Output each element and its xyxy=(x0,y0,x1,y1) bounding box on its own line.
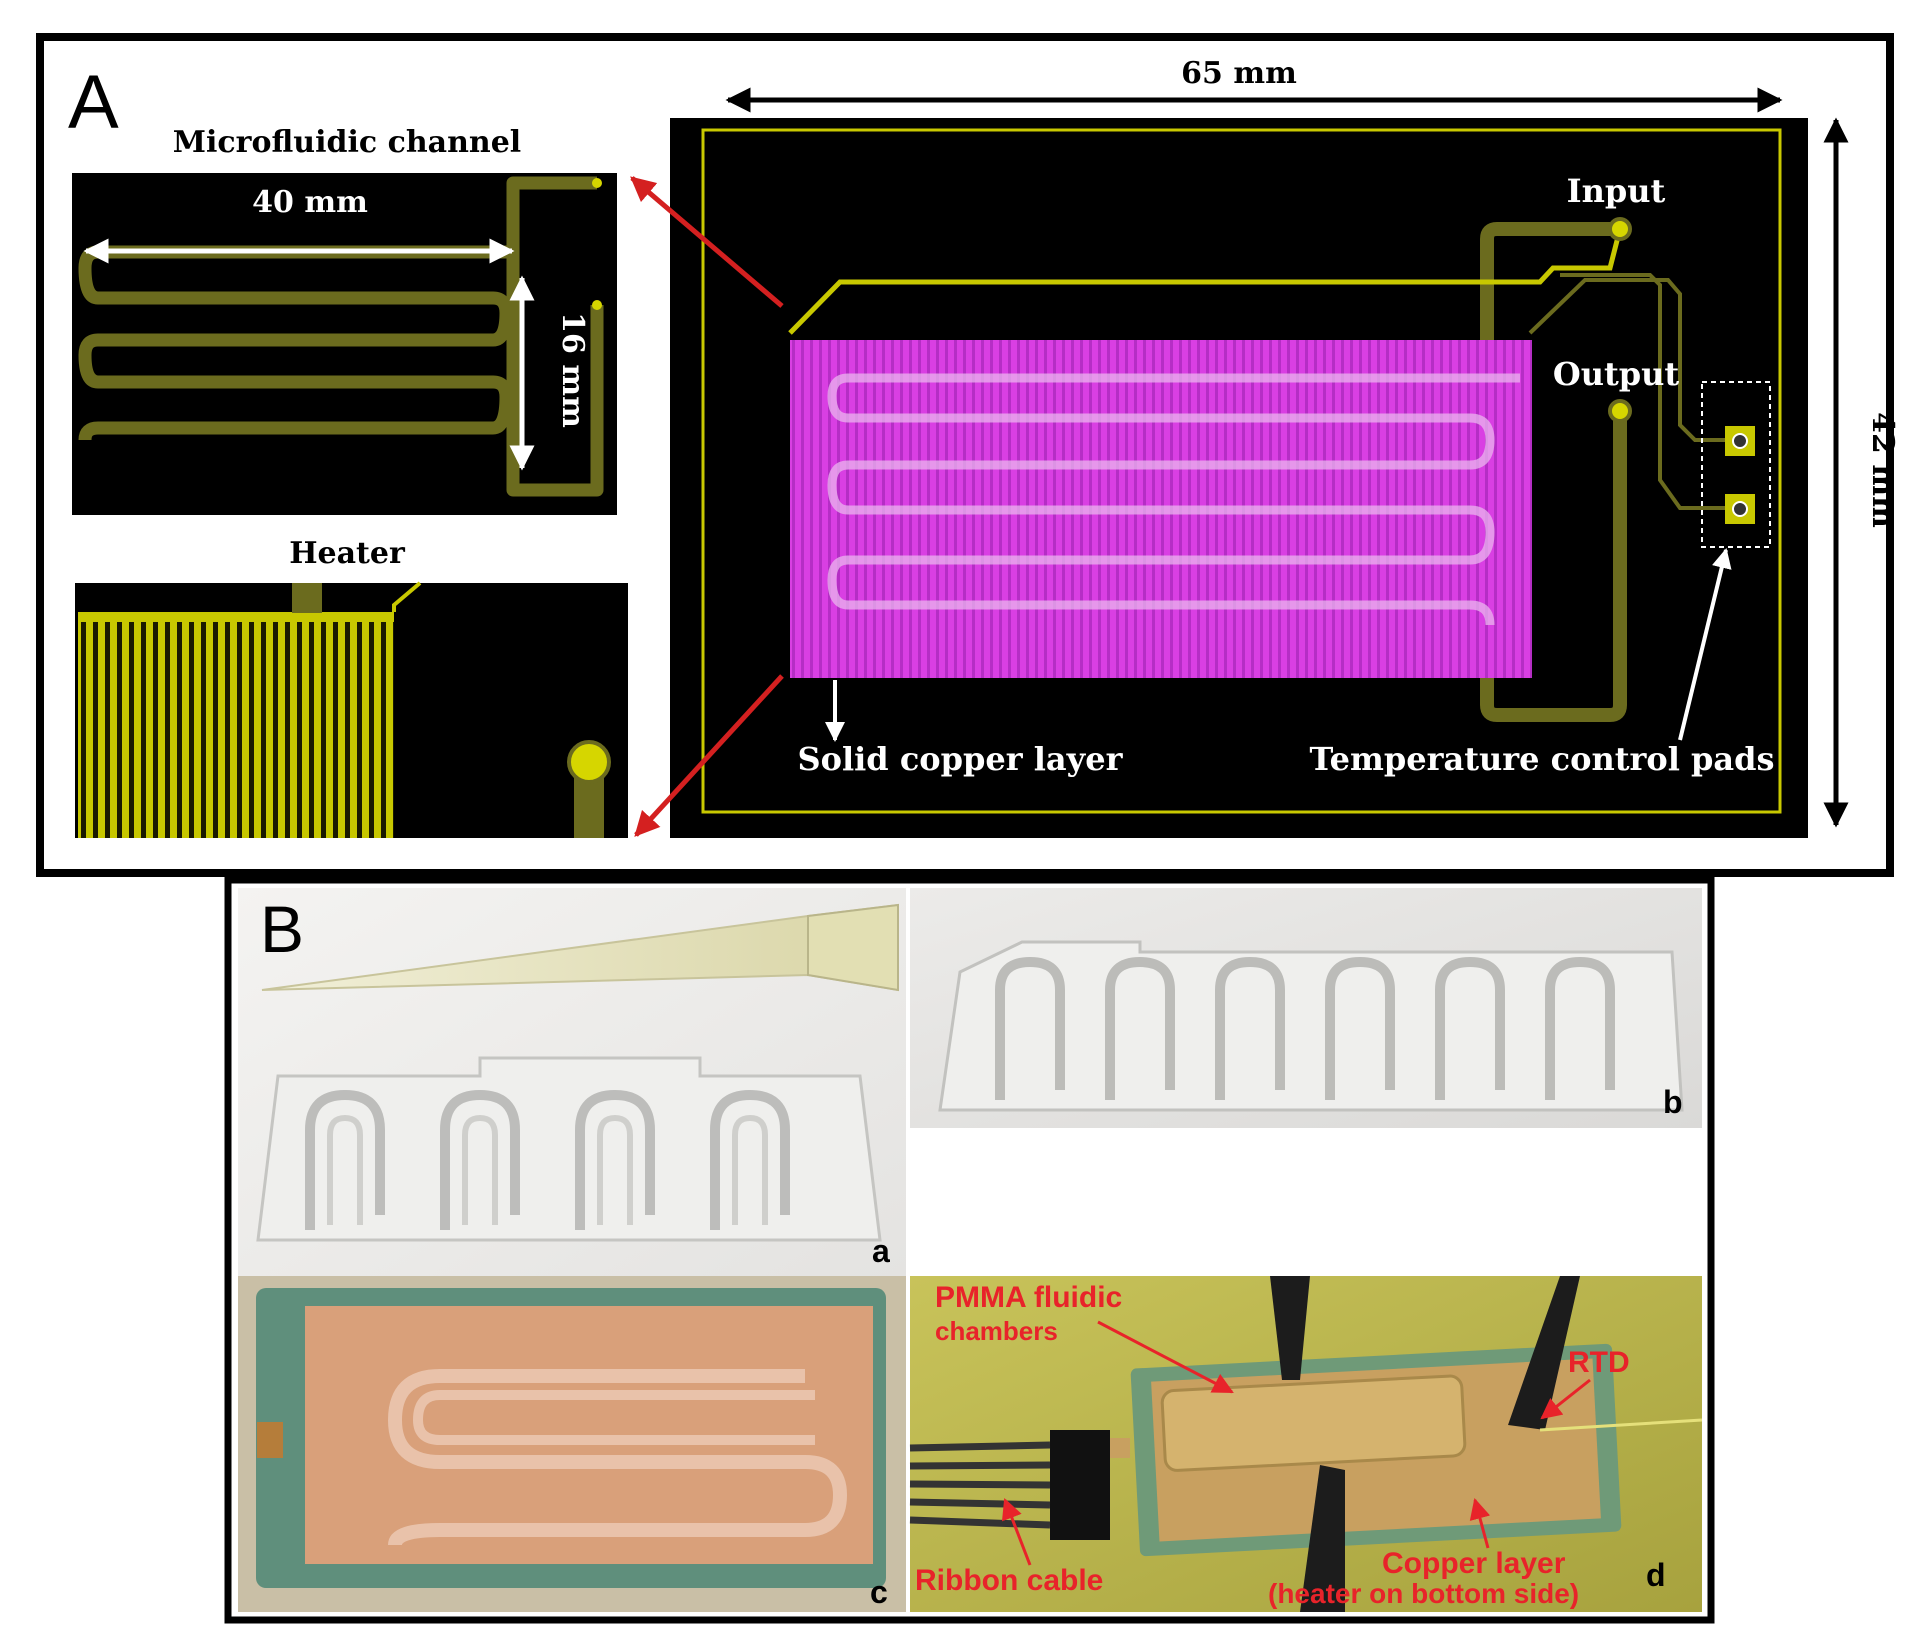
microfluidic-port-top xyxy=(592,178,602,188)
pmma-annotation-line1: PMMA fluidic xyxy=(935,1281,1122,1314)
rtd-annotation: RTD xyxy=(1568,1346,1630,1379)
pcb-outline xyxy=(701,128,1782,814)
ribbon-cable xyxy=(909,1430,1130,1540)
height-dimension-label: 16 mm xyxy=(555,312,590,428)
pad-trace-top xyxy=(1528,278,1730,442)
heater-trace-array xyxy=(78,612,394,838)
temperature-pads-label: Temperature control pads xyxy=(1310,740,1775,778)
ribbon-annotation: Ribbon cable xyxy=(915,1564,1103,1597)
copper-annotation-line1: Copper layer xyxy=(1382,1547,1566,1580)
width-dimension-label: 40 mm xyxy=(252,185,368,220)
heater-supply-trace xyxy=(788,228,1623,335)
board-channel-overlay xyxy=(827,373,1520,626)
photo-b-label: b xyxy=(1663,1084,1683,1120)
copper-annotation-line2: (heater on bottom side) xyxy=(1268,1578,1579,1609)
pmma-pointer-arrow xyxy=(1097,1320,1234,1394)
output-port xyxy=(1608,399,1632,423)
photo-a-label: a xyxy=(872,1233,890,1269)
pads-pointer-arrow xyxy=(1678,548,1732,741)
probe-top xyxy=(1270,1276,1310,1380)
heater-lead xyxy=(292,583,322,613)
copper-pointer-arrow xyxy=(1469,1497,1491,1549)
ribbon-pointer-arrow xyxy=(1001,1498,1032,1566)
photo-b xyxy=(910,888,1702,1128)
control-pad-2-hole xyxy=(1732,501,1748,517)
heater-trace-cap xyxy=(78,612,394,622)
microfluidic-title: Microfluidic channel xyxy=(173,125,521,160)
probe-right xyxy=(1508,1276,1580,1430)
control-pad-1-hole xyxy=(1732,433,1748,449)
microfluidic-port-right xyxy=(592,300,602,310)
photo-a xyxy=(238,888,906,1276)
photo-d xyxy=(909,1276,1703,1612)
solid-copper-label: Solid copper layer xyxy=(798,740,1124,778)
output-label: Output xyxy=(1553,355,1680,393)
pad-trace-bottom xyxy=(1560,273,1730,510)
heater-title: Heater xyxy=(289,536,406,571)
pcb-edge-connector xyxy=(257,1422,283,1458)
blank-region xyxy=(910,1128,1702,1276)
callout-to-heater-arrow xyxy=(634,674,784,837)
heater-feed-trace xyxy=(392,581,422,612)
rtd-wire xyxy=(1539,1418,1703,1432)
input-label: Input xyxy=(1567,172,1666,210)
board-width-label: 65 mm xyxy=(1181,56,1297,91)
heater-via xyxy=(567,740,611,784)
panel-a-label: A xyxy=(68,60,119,145)
input-outer-loop xyxy=(1480,222,1627,722)
probe-bottom xyxy=(1300,1465,1345,1612)
input-port xyxy=(1608,217,1632,241)
photo-d-label: d xyxy=(1646,1557,1666,1593)
rtd-pointer-arrow xyxy=(1540,1378,1591,1420)
microfluidic-serpentine xyxy=(78,176,604,497)
pmma-annotation-line2: chambers xyxy=(935,1316,1058,1346)
photo-c-label: c xyxy=(870,1574,888,1610)
panel-b-label: B xyxy=(260,892,304,966)
pmma-chamber-block xyxy=(1160,1374,1467,1472)
callout-to-channel-arrow xyxy=(630,176,784,308)
photo-c xyxy=(238,1276,906,1612)
board-height-label: 42 mm xyxy=(1865,412,1900,528)
